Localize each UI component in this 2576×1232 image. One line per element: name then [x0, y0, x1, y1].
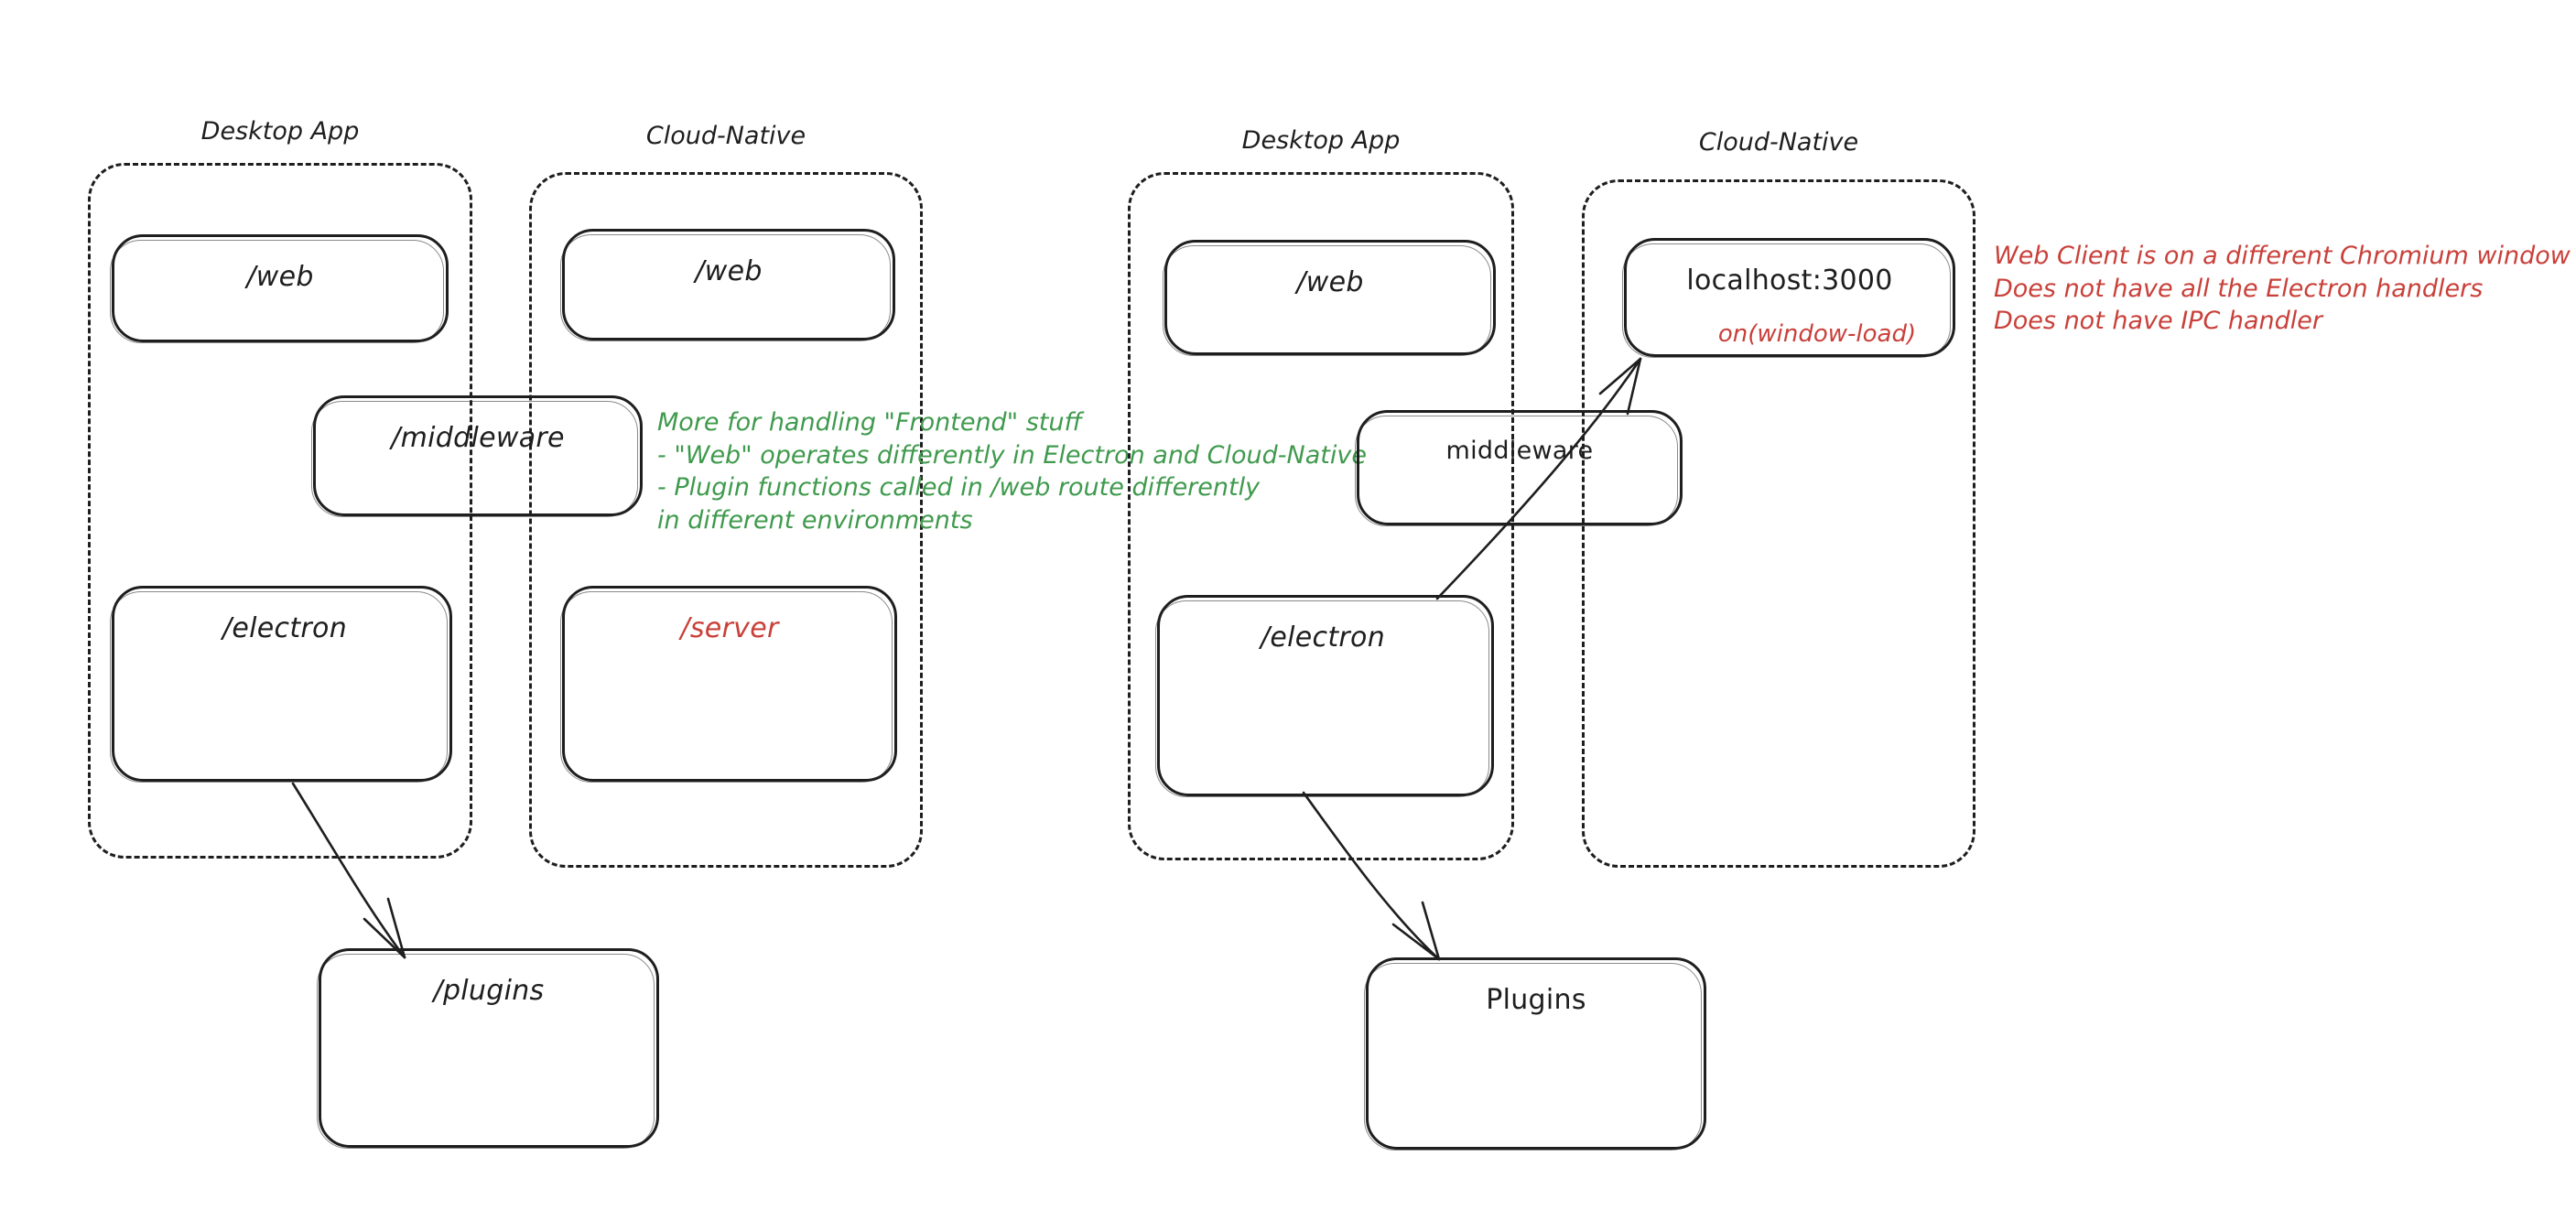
group-left-cloud-native-title: Cloud-Native	[645, 122, 806, 150]
note-web-client-red: Web Client is on a different Chromium wi…	[1994, 242, 2571, 336]
group-right-desktop-app-title: Desktop App	[1241, 126, 1401, 155]
node-left-desktop-web[interactable]: /web	[110, 234, 449, 343]
node-right-desktop-web[interactable]: /web	[1163, 240, 1496, 356]
node-left-desktop-web-label: /web	[246, 261, 314, 293]
node-left-server-label: /server	[680, 612, 779, 644]
node-right-localhost-label: localhost:3000	[1686, 265, 1893, 297]
group-left-desktop-app-title: Desktop App	[200, 117, 360, 146]
group-left-desktop-app[interactable]	[88, 163, 472, 859]
node-left-plugins[interactable]: /plugins	[317, 948, 659, 1149]
node-left-middleware[interactable]: /middleware	[311, 395, 643, 517]
group-left-cloud-native[interactable]	[529, 172, 923, 868]
node-left-cloud-web-label: /web	[695, 255, 763, 287]
node-right-middleware[interactable]: middleware	[1355, 410, 1683, 526]
node-left-electron[interactable]: /electron	[110, 586, 452, 783]
node-right-electron-label: /electron	[1261, 621, 1386, 654]
node-right-middleware-label: middleware	[1445, 437, 1594, 465]
node-right-localhost[interactable]: localhost:3000 on(window-load)	[1622, 238, 1955, 358]
node-left-middleware-label: /middleware	[391, 422, 565, 454]
node-right-plugins[interactable]: Plugins	[1364, 957, 1706, 1151]
node-left-cloud-web[interactable]: /web	[560, 229, 895, 341]
group-right-cloud-native-title: Cloud-Native	[1698, 128, 1859, 157]
node-right-plugins-label: Plugins	[1486, 984, 1586, 1016]
node-left-plugins-label: /plugins	[433, 975, 545, 1007]
node-right-electron[interactable]: /electron	[1155, 595, 1494, 797]
node-left-server[interactable]: /server	[560, 586, 897, 783]
note-frontend-green: More for handling "Frontend" stuff - "We…	[657, 408, 1367, 535]
node-right-localhost-sublabel: on(window-load)	[1717, 320, 1917, 348]
node-right-desktop-web-label: /web	[1296, 266, 1364, 298]
node-left-electron-label: /electron	[222, 612, 348, 644]
